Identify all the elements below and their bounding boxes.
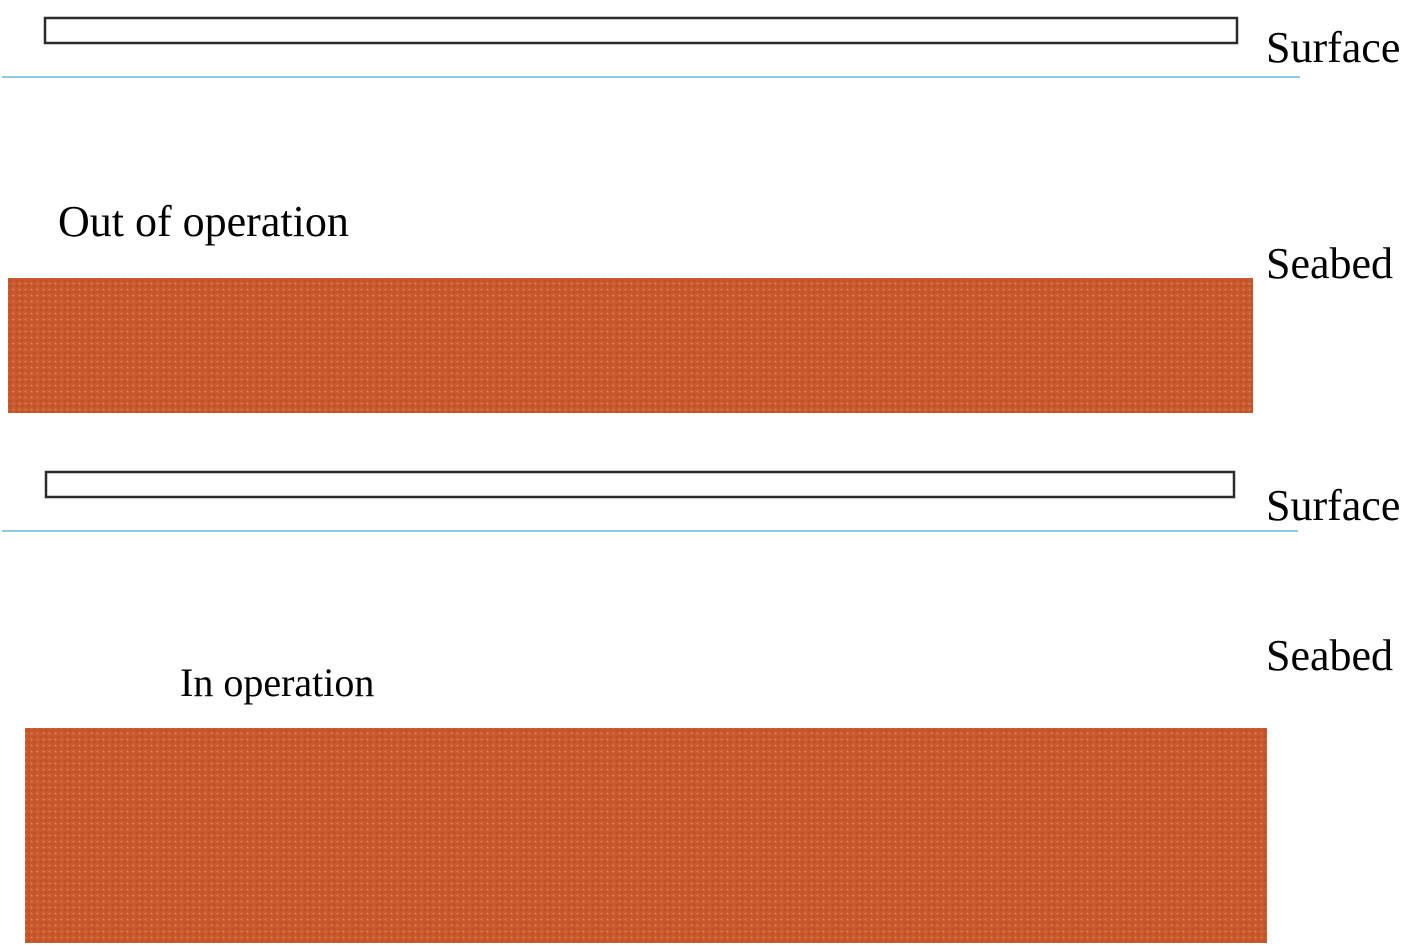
- top-state-label: Out of operation: [58, 197, 349, 246]
- bottom-seabed-label: Seabed: [1266, 631, 1393, 680]
- bottom-panel: Surface Seabed In operation: [2, 470, 1400, 943]
- top-seabed-label: Seabed: [1266, 239, 1393, 288]
- top-panel: Surface Seabed Out of operation: [2, 16, 1400, 413]
- bottom-state-label: In operation: [180, 660, 374, 705]
- bottom-seabed-block: [25, 728, 1267, 943]
- top-surface-label: Surface: [1266, 23, 1400, 72]
- bottom-surface-label: Surface: [1266, 481, 1400, 530]
- bottom-deck: [44, 470, 1236, 499]
- top-seabed-block: [8, 278, 1253, 413]
- top-deck: [43, 16, 1239, 45]
